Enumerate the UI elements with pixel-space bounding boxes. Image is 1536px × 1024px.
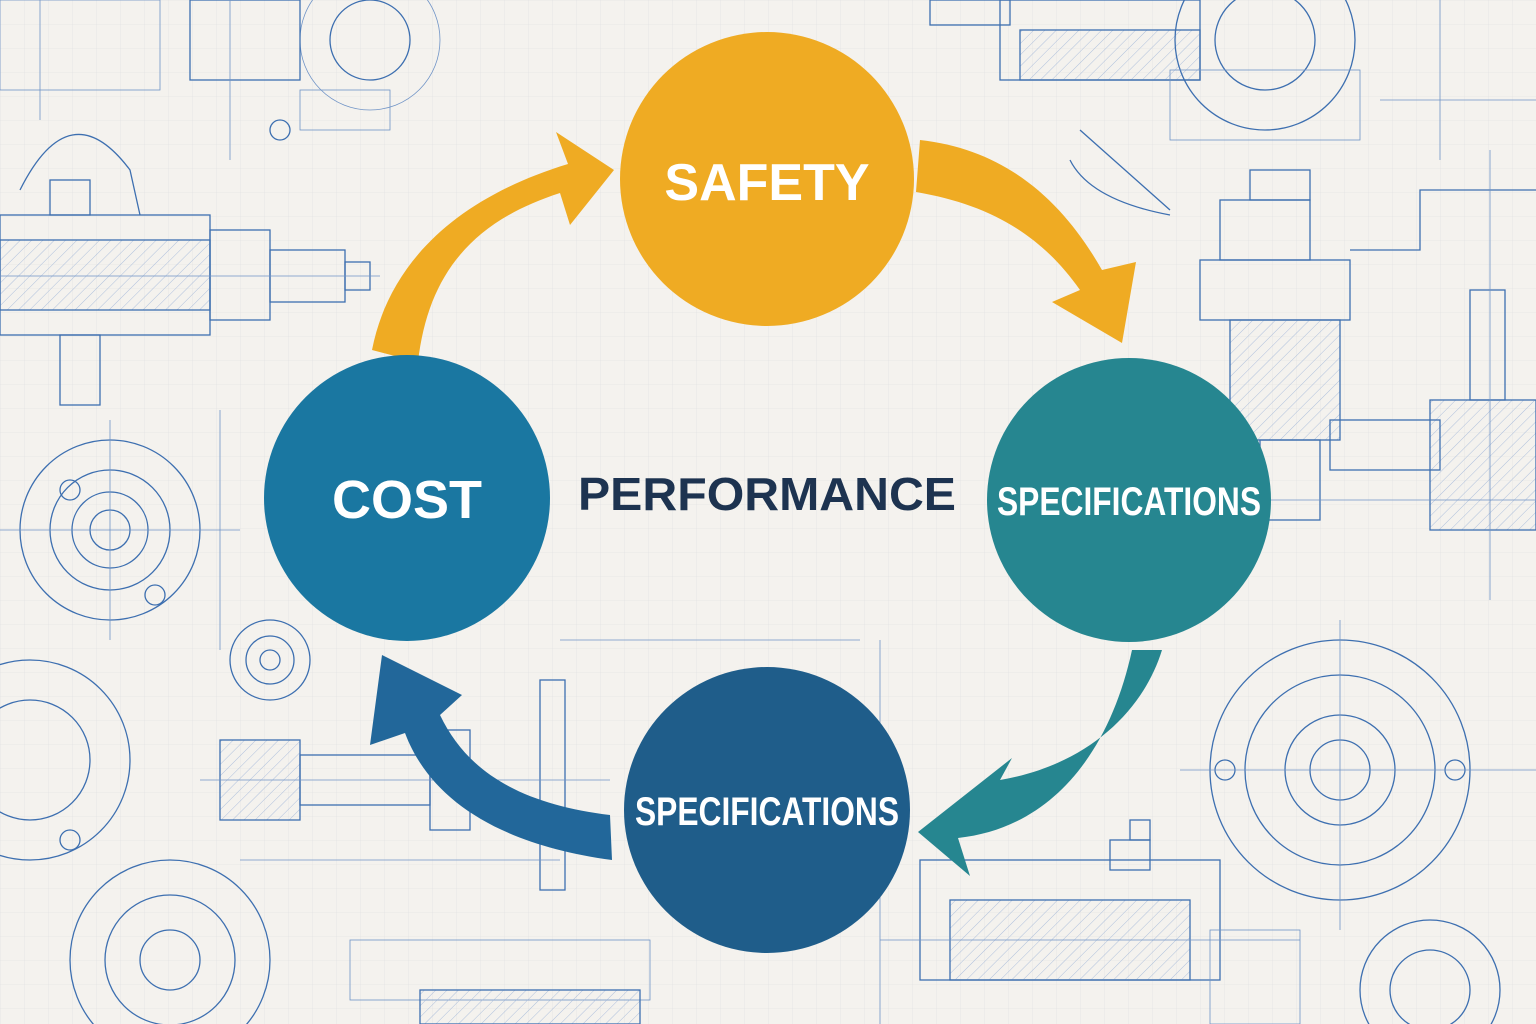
arrow-safety-to-specifications-right (916, 140, 1136, 343)
node-specifications-bottom: SPECIFICATIONS (624, 667, 910, 953)
node-safety-label: SAFETY (664, 154, 869, 212)
node-specifications-bottom-circle (624, 667, 910, 953)
center-label: PERFORMANCE (578, 468, 956, 520)
node-specifications-right: SPECIFICATIONS (987, 358, 1271, 642)
arrow-specifications-bottom-to-cost (370, 655, 612, 860)
arrow-specifications-right-to-specifications-bottom (918, 650, 1162, 876)
node-cost-label: COST (332, 470, 482, 530)
node-specifications-bottom-label: SPECIFICATIONS (635, 790, 899, 834)
arrow-cost-to-safety (372, 132, 614, 362)
node-safety: SAFETY (620, 32, 914, 326)
node-cost: COST (264, 355, 550, 641)
node-safety-circle (620, 32, 914, 326)
node-specifications-right-label: SPECIFICATIONS (997, 480, 1261, 524)
node-specifications-right-circle (987, 358, 1271, 642)
node-cost-circle (264, 355, 550, 641)
